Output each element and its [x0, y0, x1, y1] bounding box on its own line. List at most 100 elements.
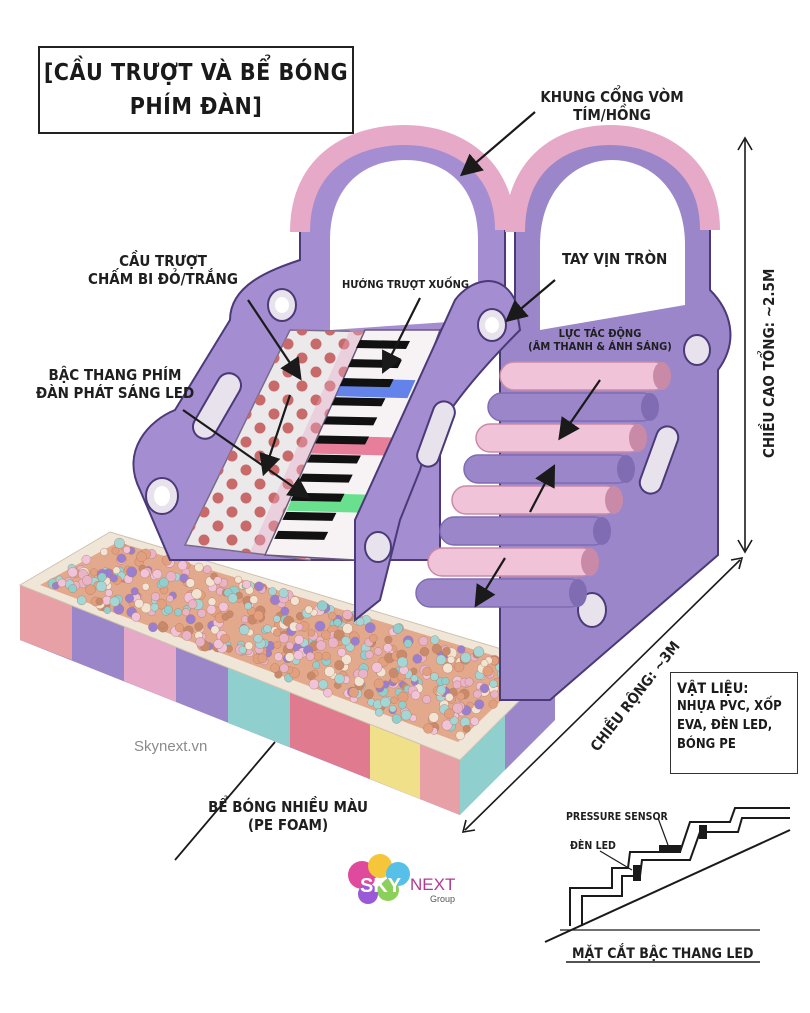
ball — [435, 654, 447, 665]
ball — [244, 602, 252, 610]
black-key — [331, 397, 386, 407]
ball — [194, 562, 204, 573]
ball — [444, 708, 455, 719]
ball — [380, 696, 391, 708]
ball — [403, 639, 413, 648]
skynext-logo: SKY NEXT Group — [348, 854, 455, 904]
ball — [197, 608, 207, 618]
ball — [384, 635, 393, 644]
ball — [242, 580, 251, 589]
ball — [166, 595, 174, 603]
ball — [490, 690, 499, 699]
ball — [273, 641, 282, 649]
black-key — [306, 454, 361, 464]
ball — [457, 645, 466, 654]
ball — [150, 592, 160, 602]
cushion-step — [475, 423, 645, 453]
ball — [333, 618, 342, 627]
ball — [270, 663, 280, 673]
ball — [442, 647, 451, 656]
ball — [334, 673, 345, 685]
ball — [68, 584, 78, 593]
ball — [104, 589, 113, 597]
ball — [318, 679, 329, 690]
ball — [238, 645, 247, 654]
ball — [134, 598, 144, 609]
ball — [397, 691, 409, 703]
ball — [254, 581, 264, 592]
ball — [315, 640, 327, 651]
ball — [364, 650, 374, 660]
ball — [441, 719, 453, 731]
ball — [482, 665, 494, 677]
led-piano-steps — [263, 329, 442, 561]
step-end — [569, 579, 587, 607]
ball — [290, 596, 300, 606]
sensor-label: PRESSURE SENSOR — [566, 811, 668, 823]
ball — [464, 677, 474, 687]
ball — [341, 636, 351, 646]
ball — [334, 660, 345, 671]
ball — [109, 596, 120, 607]
ball — [81, 554, 92, 565]
arrows — [174, 111, 753, 861]
ball — [273, 652, 283, 662]
ball — [136, 551, 147, 562]
ball — [383, 643, 393, 653]
ball — [131, 612, 141, 622]
handrail-label: TAY VỊN TRÒN — [562, 250, 668, 268]
step-end — [605, 486, 623, 514]
ball — [430, 635, 440, 645]
ball — [342, 609, 353, 620]
ball — [442, 662, 453, 674]
ball — [89, 568, 98, 577]
ball — [423, 723, 434, 734]
cushion-step — [487, 392, 657, 422]
ball-pit-label: BỂ BÓNG NHIỀU MÀU(PE FOAM) — [208, 798, 368, 834]
ball — [397, 656, 408, 668]
ball — [152, 569, 163, 580]
ball — [431, 643, 442, 654]
balls-layer — [47, 537, 537, 741]
ball — [234, 575, 243, 584]
black-key — [315, 435, 370, 445]
ball — [295, 623, 304, 631]
materials-line-3: BÓNG PE — [677, 736, 736, 752]
ball — [174, 608, 183, 617]
ball — [109, 574, 118, 583]
ball — [473, 646, 485, 658]
ball — [185, 614, 196, 625]
ball — [181, 608, 190, 617]
ball — [238, 624, 250, 636]
ball — [185, 578, 196, 588]
ball — [373, 678, 385, 689]
ball — [150, 603, 159, 612]
ball — [314, 620, 326, 632]
ball — [449, 716, 459, 725]
ball — [76, 595, 87, 606]
ball — [321, 630, 331, 640]
ball — [470, 716, 480, 726]
ball — [273, 615, 281, 623]
materials-title: VẬT LIỆU: — [677, 681, 749, 697]
step-end — [581, 548, 599, 576]
ball — [165, 571, 177, 582]
ball — [304, 605, 313, 614]
materials-line-2: EVA, ĐÈN LED, — [677, 717, 773, 733]
ball — [206, 604, 217, 615]
ball — [419, 647, 430, 657]
ball — [462, 724, 471, 733]
title-line-1: [CẦU TRƯỢT VÀ BỂ BÓNG — [43, 60, 349, 86]
ball — [411, 690, 421, 700]
ball — [124, 593, 134, 603]
logo-sky: SKY — [360, 875, 402, 897]
ball — [392, 623, 403, 634]
ball — [388, 667, 399, 678]
ball — [316, 600, 328, 612]
ball — [100, 547, 109, 556]
cushion-step — [499, 361, 669, 391]
ball — [293, 650, 304, 661]
cushion-step — [439, 516, 609, 546]
ball — [327, 637, 339, 649]
